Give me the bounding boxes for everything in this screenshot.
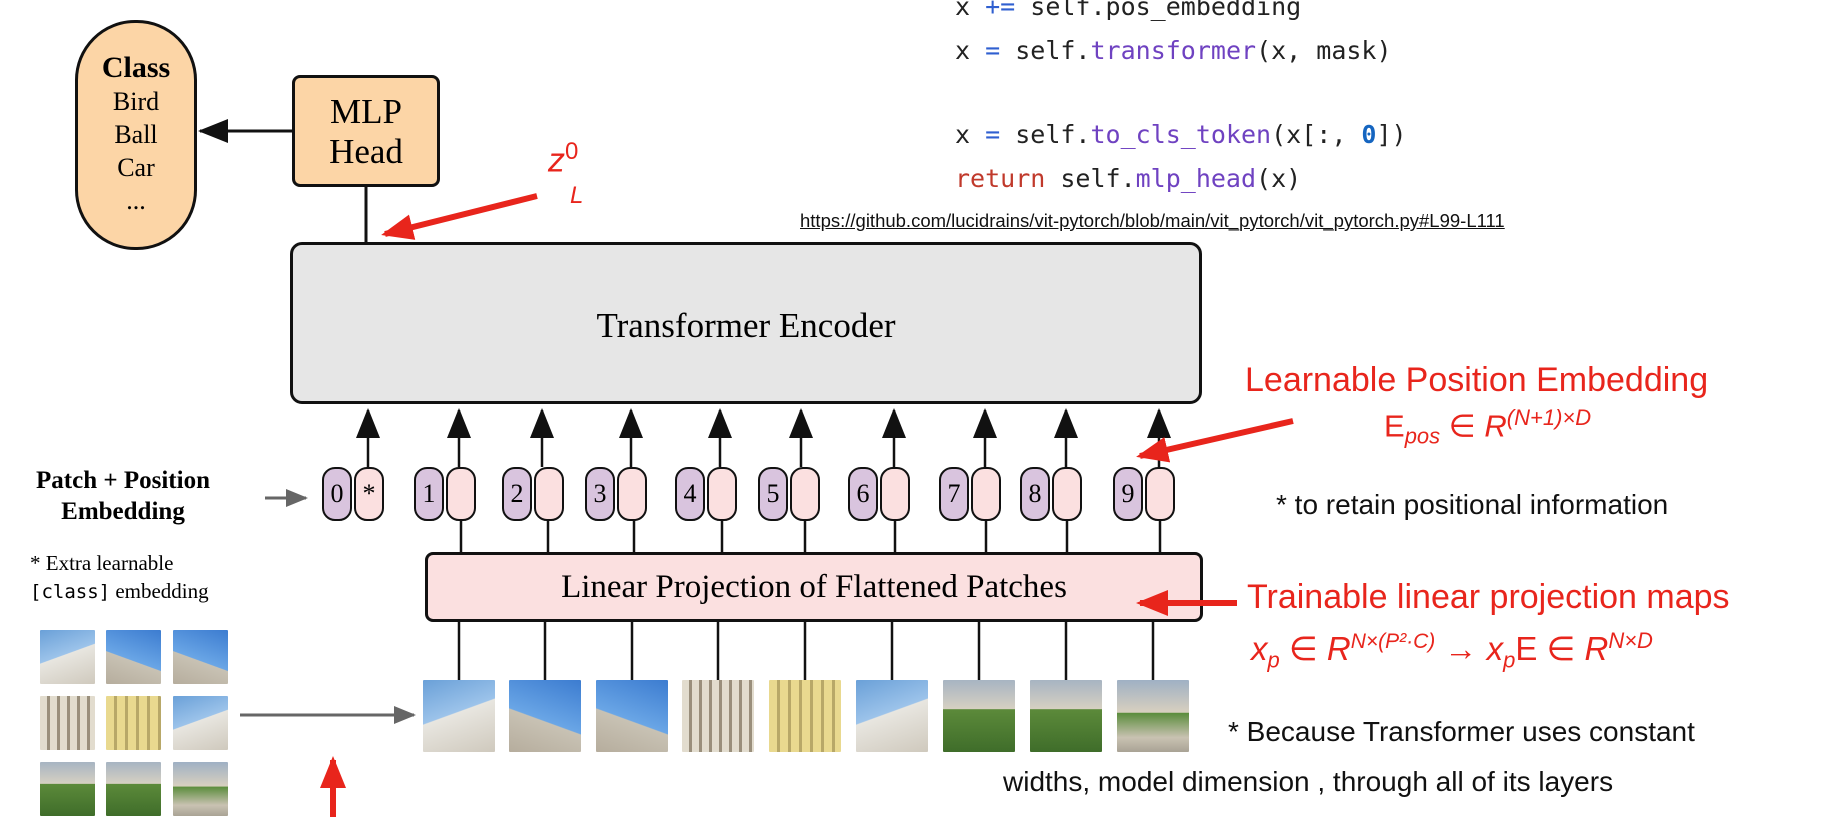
- code-line-return: return self.mlp_head(x): [955, 164, 1302, 193]
- sequence-patch-4: [682, 680, 754, 752]
- token-index: 8: [1020, 467, 1050, 521]
- token-index: 3: [585, 467, 615, 521]
- token-index: 5: [758, 467, 788, 521]
- z-cls-output-label: z0 L: [548, 138, 584, 210]
- grid-patch-5: [106, 696, 161, 750]
- token-index: 4: [675, 467, 705, 521]
- token-position-embedding: [1145, 467, 1175, 521]
- sequence-patch-7: [943, 680, 1015, 752]
- class-item-more: ...: [126, 186, 146, 215]
- position-embedding-formula: Epos ∈ R(N+1)×D: [1384, 405, 1592, 449]
- mlp-head-box: MLP Head: [292, 75, 440, 187]
- position-embedding-red-arrow: [1136, 418, 1294, 463]
- patch-to-projection-lines: [457, 622, 1155, 680]
- token-position-embedding: *: [354, 467, 384, 521]
- extra-class-note: * Extra learnable [class] embedding: [30, 551, 209, 603]
- z-label-red-arrow: [381, 193, 538, 240]
- sequence-patch-9: [1117, 680, 1189, 752]
- mlp-head-line1: MLP: [330, 92, 402, 131]
- code-line-pos-embedding: x += self.pos_embedding: [955, 0, 1302, 21]
- token-index: 9: [1113, 467, 1143, 521]
- sequence-patch-3: [596, 680, 668, 752]
- transformer-encoder-box: Transformer Encoder: [290, 242, 1202, 404]
- grid-patch-9: [173, 762, 228, 816]
- token-index: 7: [939, 467, 969, 521]
- class-item-ball: Ball: [114, 120, 158, 149]
- projection-to-token-lines: [459, 521, 1162, 552]
- sequence-patch-5: [769, 680, 841, 752]
- grid-patch-4: [40, 696, 95, 750]
- grid-patch-8: [106, 762, 161, 816]
- code-line-cls-token: x = self.to_cls_token(x[:, 0]): [955, 120, 1407, 149]
- transformer-encoder-label: Transformer Encoder: [596, 306, 896, 345]
- grid-patch-3: [173, 630, 228, 684]
- class-item-car: Car: [117, 153, 155, 182]
- linear-projection-box: Linear Projection of Flattened Patches: [425, 552, 1203, 622]
- sequence-patch-1: [423, 680, 495, 752]
- sequence-patch-8: [1030, 680, 1102, 752]
- mlp-head-line2: Head: [329, 132, 403, 171]
- token-index: 0: [322, 467, 352, 521]
- sequence-patch-6: [856, 680, 928, 752]
- token-position-embedding: [1052, 467, 1082, 521]
- linear-projection-label: Linear Projection of Flattened Patches: [561, 569, 1067, 605]
- token-position-embedding: [880, 467, 910, 521]
- grid-patch-6: [173, 696, 228, 750]
- class-title: Class: [101, 51, 171, 84]
- patch-position-embedding-label: Patch + Position Embedding: [36, 467, 210, 525]
- token-index: 2: [502, 467, 532, 521]
- token-index: 1: [414, 467, 444, 521]
- token-position-embedding: [446, 467, 476, 521]
- token-to-encoder-arrows: [356, 408, 1171, 467]
- source-link[interactable]: https://github.com/lucidrains/vit-pytorc…: [800, 210, 1505, 231]
- token-position-embedding: [971, 467, 1001, 521]
- learnable-position-embedding-title: Learnable Position Embedding: [1245, 361, 1709, 399]
- token-position-embedding: [534, 467, 564, 521]
- constant-width-note-line2: widths, model dimension , through all of…: [1003, 766, 1614, 797]
- token-position-embedding: [790, 467, 820, 521]
- code-line-transformer: x = self.transformer(x, mask): [955, 36, 1392, 65]
- constant-width-note-line1: * Because Transformer uses constant: [1228, 716, 1695, 747]
- token-position-embedding: [617, 467, 647, 521]
- grid-patch-7: [40, 762, 95, 816]
- grid-patch-2: [106, 630, 161, 684]
- trainable-projection-title: Trainable linear projection maps: [1247, 578, 1730, 616]
- retain-position-note: * to retain positional information: [1276, 489, 1669, 520]
- sequence-patch-2: [509, 680, 581, 752]
- token-index: 6: [848, 467, 878, 521]
- projection-formula: xp ∈ RN×(P²·C) → xpE ∈ RN×D: [1251, 628, 1653, 673]
- token-position-embedding: [707, 467, 737, 521]
- grid-patch-1: [40, 630, 95, 684]
- class-item-bird: Bird: [112, 87, 160, 116]
- class-output-box: Class Bird Ball Car ...: [75, 20, 197, 250]
